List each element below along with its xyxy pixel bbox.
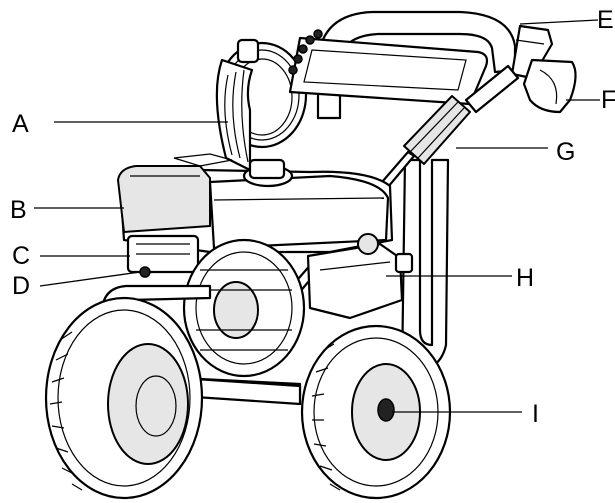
engine <box>117 153 394 254</box>
left-wheel <box>44 296 204 500</box>
label-g: G <box>556 138 575 166</box>
label-i: I <box>532 400 539 428</box>
label-c: C <box>12 242 30 270</box>
label-d: D <box>12 272 30 300</box>
label-e: E <box>597 6 614 34</box>
label-h: H <box>516 264 534 292</box>
leader-line-d <box>39 271 141 287</box>
leader-line-e <box>519 19 599 25</box>
recoil-starter <box>182 238 306 378</box>
callout-labels: A B C D E F G H I <box>10 6 615 428</box>
carburetor <box>126 234 200 278</box>
label-f: F <box>601 86 615 114</box>
control-panel <box>288 29 489 106</box>
pump <box>306 233 414 320</box>
label-a: A <box>12 110 29 138</box>
leader-lines <box>34 19 600 413</box>
hose-reel <box>215 38 308 172</box>
label-b: B <box>10 196 27 224</box>
spray-gun <box>510 24 577 114</box>
